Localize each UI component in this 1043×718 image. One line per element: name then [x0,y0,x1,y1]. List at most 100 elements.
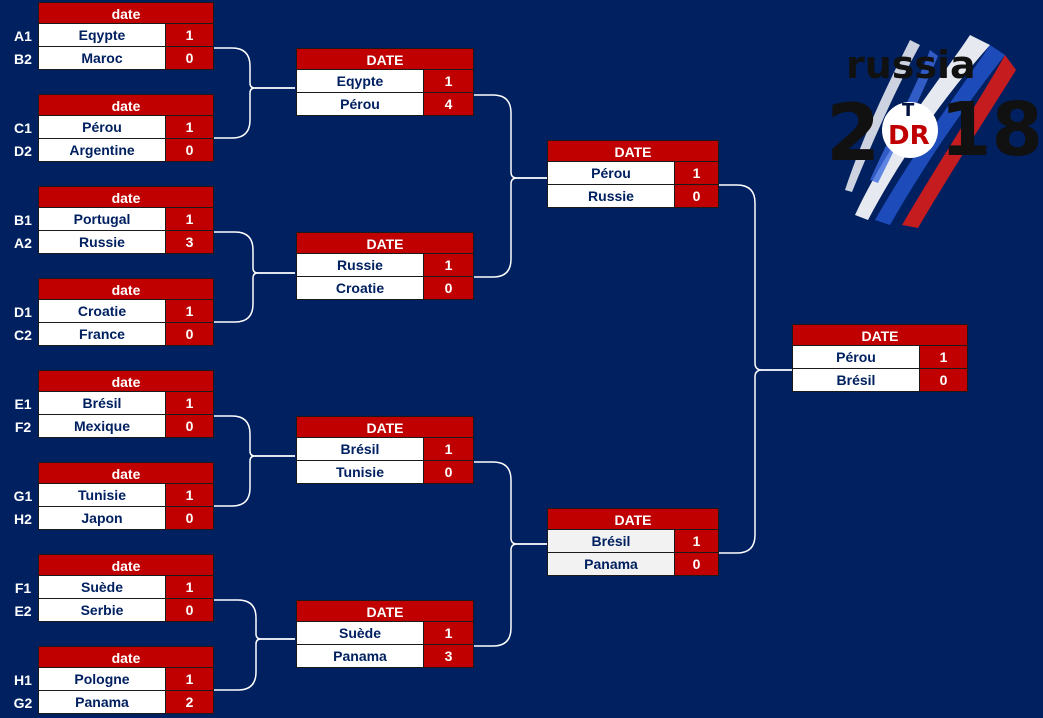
match-date-header: date [38,646,214,668]
logo-initials: DR [888,121,930,151]
team-score[interactable]: 1 [424,438,474,461]
team-name[interactable]: Pérou [38,116,166,139]
seed-label: D1 [14,304,32,320]
team-score[interactable]: 1 [166,300,214,323]
team-score[interactable]: 1 [166,392,214,415]
team-score[interactable]: 0 [166,139,214,162]
team-name[interactable]: Tunisie [296,461,424,484]
seed-label: E2 [14,603,32,619]
team-name[interactable]: Panama [547,553,675,576]
team-score[interactable]: 1 [166,24,214,47]
match-date-header: date [38,94,214,116]
team-name[interactable]: France [38,323,166,346]
match-date-header: date [38,2,214,24]
logo-year-left: 2 [826,89,880,179]
match-date-header: DATE [296,232,474,254]
team-score[interactable]: 0 [166,415,214,438]
team-name[interactable]: Pologne [38,668,166,691]
team-name[interactable]: Russie [547,185,675,208]
team-score[interactable]: 0 [675,185,719,208]
team-name[interactable]: Tunisie [38,484,166,507]
team-score[interactable]: 1 [424,622,474,645]
team-name[interactable]: Croatie [296,277,424,300]
team-score[interactable]: 2 [166,691,214,714]
team-score[interactable]: 0 [424,277,474,300]
team-score[interactable]: 0 [920,369,968,392]
team-score[interactable]: 0 [166,507,214,530]
team-name[interactable]: Pérou [547,162,675,185]
team-score[interactable]: 1 [675,162,719,185]
team-name[interactable]: Pérou [296,93,424,116]
team-name[interactable]: Suède [38,576,166,599]
match-date-header: date [38,186,214,208]
team-score[interactable]: 3 [424,645,474,668]
team-score[interactable]: 4 [424,93,474,116]
team-name[interactable]: Croatie [38,300,166,323]
team-name[interactable]: Brésil [38,392,166,415]
team-score[interactable]: 1 [424,70,474,93]
team-name[interactable]: Mexique [38,415,166,438]
team-score[interactable]: 0 [166,47,214,70]
team-score[interactable]: 1 [424,254,474,277]
logo-year-right: 18 [940,87,1043,173]
seed-label: H1 [14,672,32,688]
team-name[interactable]: Brésil [547,530,675,553]
team-name[interactable]: Russie [38,231,166,254]
team-score[interactable]: 1 [166,576,214,599]
seed-label: F1 [14,580,32,596]
logo-word: russia [846,43,976,87]
team-name[interactable]: Portugal [38,208,166,231]
team-name[interactable]: Suède [296,622,424,645]
team-score[interactable]: 1 [920,346,968,369]
team-score[interactable]: 1 [675,530,719,553]
match-date-header: date [38,462,214,484]
team-name[interactable]: Panama [296,645,424,668]
team-score[interactable]: 0 [424,461,474,484]
team-score[interactable]: 1 [166,668,214,691]
team-name[interactable]: Eqypte [296,70,424,93]
team-name[interactable]: Pérou [792,346,920,369]
team-name[interactable]: Brésil [792,369,920,392]
team-score[interactable]: 1 [166,484,214,507]
seed-label: B1 [14,212,32,228]
team-score[interactable]: 0 [166,323,214,346]
team-name[interactable]: Maroc [38,47,166,70]
team-name[interactable]: Russie [296,254,424,277]
team-name[interactable]: Brésil [296,438,424,461]
team-name[interactable]: Serbie [38,599,166,622]
team-name[interactable]: Panama [38,691,166,714]
team-name[interactable]: Argentine [38,139,166,162]
team-score[interactable]: 1 [166,116,214,139]
team-score[interactable]: 0 [675,553,719,576]
match-date-header: DATE [296,600,474,622]
team-score[interactable]: 3 [166,231,214,254]
seed-label: D2 [14,143,32,159]
team-score[interactable]: 0 [166,599,214,622]
team-name[interactable]: Japon [38,507,166,530]
team-score[interactable]: 1 [166,208,214,231]
team-name[interactable]: Eqypte [38,24,166,47]
